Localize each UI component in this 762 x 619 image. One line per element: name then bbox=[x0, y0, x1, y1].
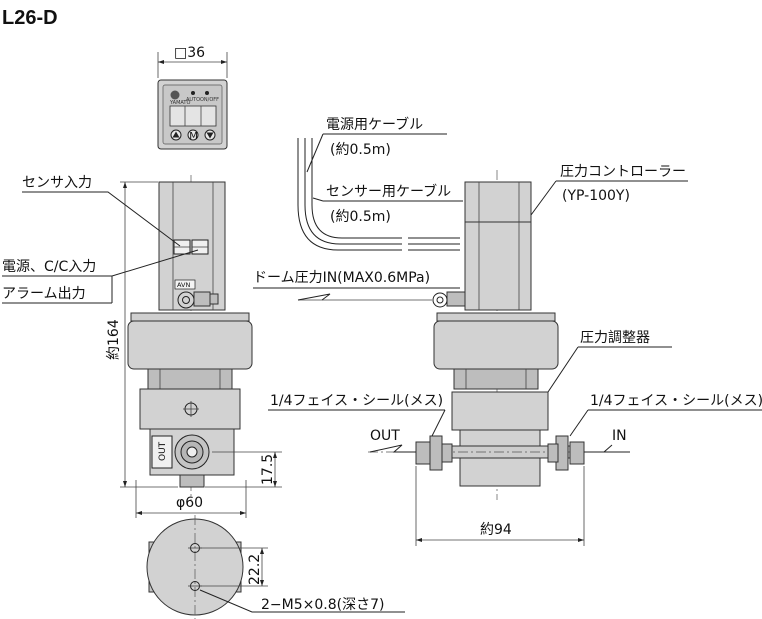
led-icon bbox=[205, 91, 209, 95]
face-seal-left bbox=[415, 441, 431, 465]
label-alarm-output: アラーム出力 bbox=[2, 286, 86, 302]
face-seal-right bbox=[569, 441, 585, 465]
label-face-seal-right: 1/4フェイス・シール(メス) bbox=[590, 393, 762, 409]
avn-text: AVN bbox=[177, 281, 190, 289]
drawing-title: L26-D bbox=[2, 7, 58, 29]
label-controller-model: (YP-100Y) bbox=[562, 188, 630, 204]
avn-badge bbox=[174, 279, 196, 290]
top-view-panel: □36 YAMATO AUTO ON/OFF M bbox=[157, 45, 228, 150]
label-holes: 2−M5×0.8(深さ7) bbox=[261, 597, 384, 613]
label-power-cc-input: 電源、C/C入力 bbox=[2, 259, 96, 275]
dim-diameter: φ60 bbox=[176, 495, 203, 511]
label-face-seal-left: 1/4フェイス・シール(メス) bbox=[270, 393, 443, 409]
controller-side-top bbox=[464, 181, 532, 223]
label-out: OUT bbox=[370, 428, 400, 444]
dome-in-fitting-icon bbox=[432, 292, 448, 308]
label-pressure-controller: 圧力コントローラー bbox=[560, 164, 686, 180]
regulator-side-dome bbox=[433, 320, 559, 370]
display-window bbox=[169, 105, 217, 127]
out-port-text: OUT bbox=[158, 441, 168, 461]
regulator-dome bbox=[127, 320, 253, 370]
label-sensor-input: センサ入力 bbox=[22, 175, 92, 191]
dim-square-36: □36 bbox=[174, 45, 205, 61]
dim-hole-pitch: 22.2 bbox=[247, 554, 263, 585]
regulator-side-body bbox=[451, 391, 549, 431]
label-dome-pressure-in: ドーム圧力IN(MAX0.6MPa) bbox=[253, 270, 430, 286]
side-view: 約94 電源用ケーブル (約0.5m) センサー用ケーブル (約0.5m) 圧力… bbox=[253, 116, 762, 546]
label-sensor-cable: センサー用ケーブル bbox=[326, 183, 451, 200]
dim-height: 約164 bbox=[106, 319, 122, 360]
panel-onoff-text: ON/OFF bbox=[200, 97, 219, 103]
mode-button-icon bbox=[187, 129, 199, 141]
panel-brand-text: YAMATO bbox=[169, 100, 190, 106]
controller-side-body bbox=[464, 221, 532, 311]
label-in: IN bbox=[612, 428, 627, 444]
label-sensor-cable-length: (約0.5m) bbox=[330, 209, 391, 225]
label-pressure-regulator: 圧力調整器 bbox=[580, 330, 650, 346]
dim-port-height: 17.5 bbox=[260, 454, 276, 485]
brand-logo-icon bbox=[170, 90, 180, 100]
dim-width: 約94 bbox=[480, 522, 512, 538]
mode-button-label: M bbox=[189, 131, 198, 142]
bottom-view: 22.2 2−M5×0.8(深さ7) bbox=[146, 515, 405, 619]
label-power-cable-length: (約0.5m) bbox=[330, 142, 391, 158]
panel-auto-text: AUTO bbox=[186, 97, 200, 103]
front-view: AVN OUT 約164 1 bbox=[2, 175, 282, 518]
led-icon bbox=[191, 91, 195, 95]
label-power-cable: 電源用ケーブル bbox=[326, 116, 423, 133]
out-port-label-plate bbox=[151, 435, 173, 469]
